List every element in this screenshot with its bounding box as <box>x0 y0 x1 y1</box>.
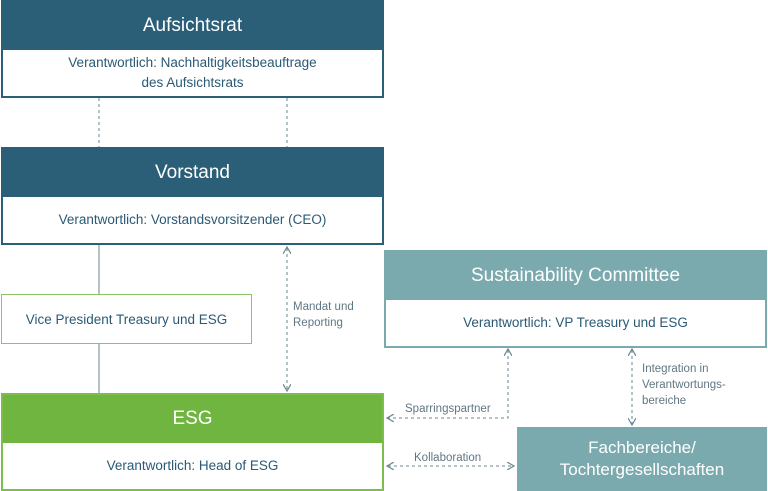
vp-treasury-title: Vice President Treasury und ESG <box>25 311 228 327</box>
esg-title: ESG <box>3 395 382 443</box>
vorstand-title: Vorstand <box>3 149 382 197</box>
fachbereiche-line2: Tochtergesellschaften <box>559 460 725 479</box>
sustainability-committee-box: Sustainability Committee Verantwortlich:… <box>384 250 767 348</box>
mandat-reporting-label: Mandat und Reporting <box>293 299 354 331</box>
integration-label: Integration in Verantwortungs- bereiche <box>642 361 726 409</box>
fachbereiche-line1: Fachbereiche/ <box>588 438 696 457</box>
esg-responsible: Verantwortlich: Head of ESG <box>3 443 382 489</box>
sustainability-committee-responsible: Verantwortlich: VP Treasury und ESG <box>386 300 765 346</box>
mandat-label-line2: Reporting <box>293 317 343 329</box>
mandat-label-line1: Mandat und <box>293 301 354 313</box>
integration-label-line3: bereiche <box>642 395 687 407</box>
vorstand-responsible: Verantwortlich: Vorstandsvorsitzender (C… <box>3 197 382 243</box>
sustainability-committee-title: Sustainability Committee <box>386 252 765 300</box>
aufsichtsrat-responsible-line1: Verantwortlich: Nachhaltigkeitsbeauftrag… <box>68 55 317 70</box>
vorstand-box: Vorstand Verantwortlich: Vorstandsvorsit… <box>1 147 384 245</box>
fachbereiche-box: Fachbereiche/ Tochtergesellschaften <box>517 427 767 491</box>
aufsichtsrat-responsible: Verantwortlich: Nachhaltigkeitsbeauftrag… <box>3 50 382 96</box>
esg-box: ESG Verantwortlich: Head of ESG <box>1 393 384 491</box>
kollaboration-label: Kollaboration <box>414 452 482 464</box>
integration-label-line2: Verantwortungs- <box>642 379 726 391</box>
aufsichtsrat-box: Aufsichtsrat Verantwortlich: Nachhaltigk… <box>1 0 384 98</box>
vp-treasury-box: Vice President Treasury und ESG <box>1 294 252 344</box>
aufsichtsrat-responsible-line2: des Aufsichtsrats <box>141 75 244 90</box>
aufsichtsrat-title: Aufsichtsrat <box>3 2 382 50</box>
integration-label-line1: Integration in <box>642 363 709 375</box>
sparringspartner-label: Sparringspartner <box>405 403 491 415</box>
